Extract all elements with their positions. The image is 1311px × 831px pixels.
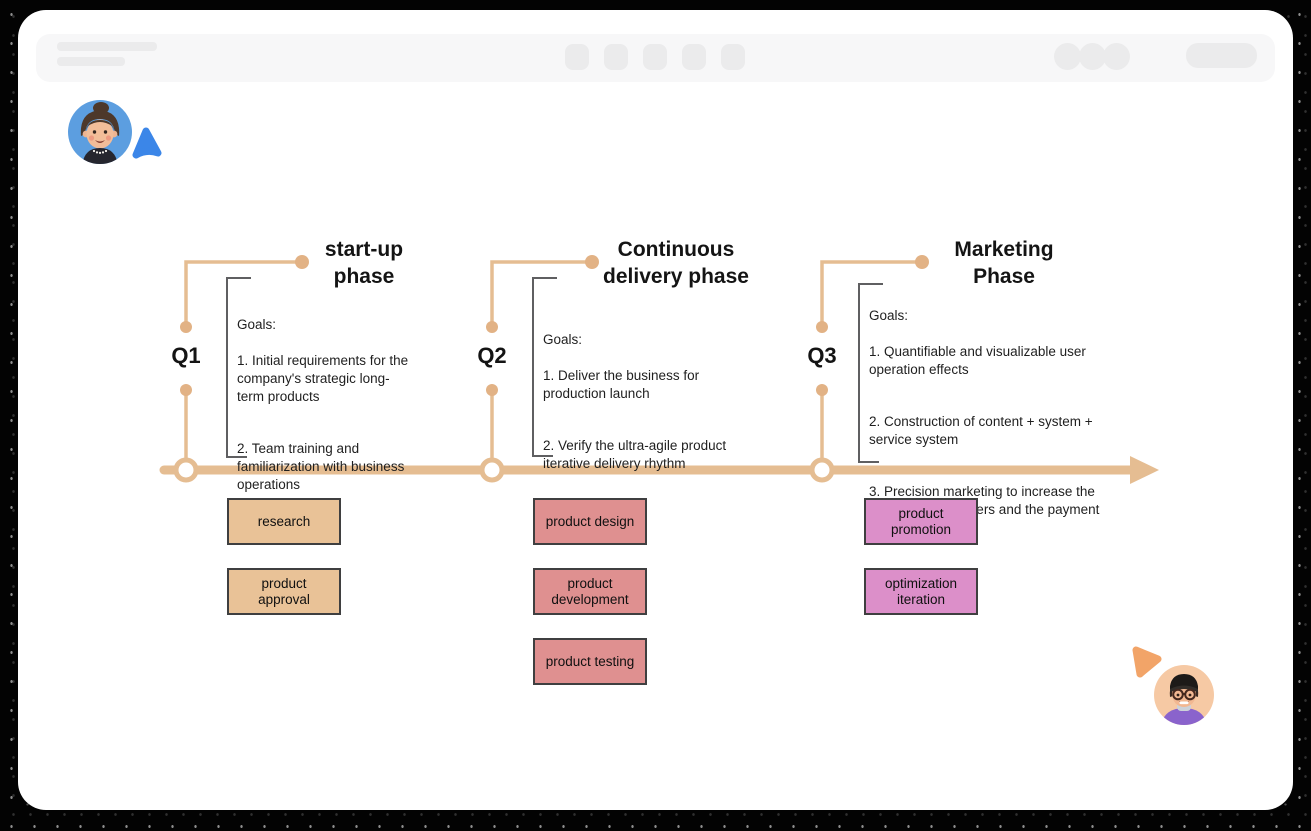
toolbar-text-placeholder-1: [57, 42, 157, 51]
task-label: product development: [551, 575, 629, 607]
task-label: product approval: [258, 575, 310, 607]
goals-heading: Goals:: [543, 332, 583, 347]
toolbar-tool-button-1[interactable]: [565, 44, 589, 70]
goal-item: 1. Deliver the business for production l…: [543, 368, 700, 401]
avatar-smile: [1179, 701, 1189, 705]
goals-block-q1[interactable]: Goals: 1. Initial requirements for the c…: [237, 298, 439, 512]
quarter-label-q2[interactable]: Q2: [477, 343, 507, 368]
task-box-research[interactable]: research: [227, 498, 341, 545]
milestone-q2: [479, 457, 505, 483]
collaborator-avatar-chip-3[interactable]: [1103, 43, 1130, 70]
task-label: research: [257, 513, 311, 529]
quarter-label-q1[interactable]: Q1: [171, 343, 201, 368]
toolbar-tool-button-3[interactable]: [643, 44, 667, 70]
task-box-product-testing[interactable]: product testing: [533, 638, 647, 685]
quarter-label-q3[interactable]: Q3: [807, 343, 837, 368]
goal-item: 2. Team training and familiarization wit…: [237, 441, 405, 492]
collaborator-cursor-blue: [132, 127, 162, 159]
app-window: start-up phase Continuous delivery phase…: [18, 10, 1293, 810]
task-label: product testing: [545, 653, 635, 669]
goals-block-q2[interactable]: Goals: 1. Deliver the business for produ…: [543, 313, 765, 491]
task-box-optimization-iteration[interactable]: optimization iteration: [864, 568, 978, 615]
avatar-hair: [80, 110, 120, 136]
phase-title-marketing[interactable]: Marketing Phase: [954, 238, 1054, 288]
toolbar-text-placeholder-2: [57, 57, 125, 66]
toolbar-tool-button-2[interactable]: [604, 44, 628, 70]
task-box-product-approval[interactable]: product approval: [227, 568, 341, 615]
avatar-face: [86, 119, 114, 149]
toolbar-tool-button-4[interactable]: [682, 44, 706, 70]
collaborator-cursor-orange: [1132, 646, 1162, 678]
avatar-cap: [1170, 674, 1198, 690]
toolbar-tool-button-5[interactable]: [721, 44, 745, 70]
task-box-product-promotion[interactable]: product promotion: [864, 498, 978, 545]
task-label: optimization iteration: [884, 575, 958, 607]
share-button-placeholder[interactable]: [1186, 43, 1257, 68]
milestone-q1: [173, 457, 199, 483]
phase-title-continuous-delivery[interactable]: Continuous delivery phase: [603, 238, 749, 288]
phase-title-startup[interactable]: start-up phase: [324, 238, 404, 288]
task-box-product-development[interactable]: product development: [533, 568, 647, 615]
goal-item: 1. Initial requirements for the company'…: [237, 353, 409, 404]
task-label: product promotion: [890, 505, 952, 537]
task-label: product design: [545, 513, 635, 529]
goal-item: 2. Construction of content + system + se…: [869, 414, 1093, 447]
goals-heading: Goals:: [237, 317, 277, 332]
collaborator-avatar-bottom-right: [1154, 665, 1214, 725]
goal-item: 1. Quantifiable and visualizable user op…: [869, 344, 1086, 377]
timeline-arrowhead: [1130, 456, 1159, 484]
avatar-shirt: [82, 148, 118, 164]
collaborator-avatar-chip-2[interactable]: [1079, 43, 1106, 70]
goal-item: 2. Verify the ultra-agile product iterat…: [543, 438, 727, 471]
collaborator-avatar-chip-1[interactable]: [1054, 43, 1081, 70]
task-box-product-design[interactable]: product design: [533, 498, 647, 545]
collaborator-avatar-top-left: [68, 100, 132, 164]
avatar-jacket: [1160, 708, 1208, 725]
milestone-q3: [809, 457, 835, 483]
avatar-smile: [95, 140, 105, 143]
goals-heading: Goals:: [869, 308, 909, 323]
toolbar: [36, 34, 1275, 82]
